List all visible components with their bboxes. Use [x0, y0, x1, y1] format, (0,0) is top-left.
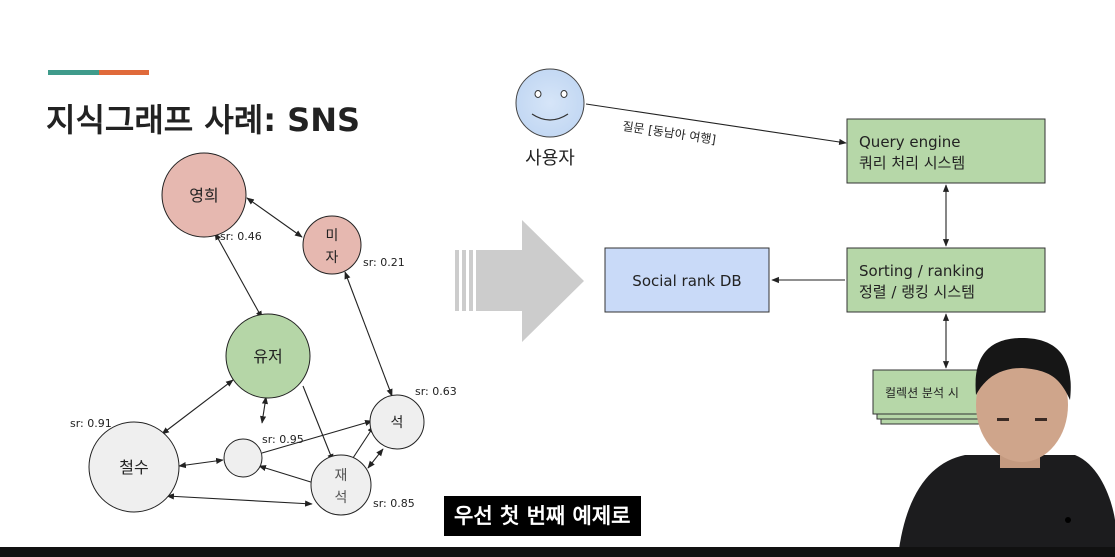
edge-user-cheolsu [161, 379, 234, 435]
node-mija [302, 215, 362, 275]
node-user [225, 313, 311, 399]
video-subtitle: 우선 첫 번째 예제로 [444, 496, 641, 536]
node-jaeseok-label-1: 재 [335, 468, 348, 484]
edge-seok-jaeseok [367, 448, 384, 469]
graph-edges [161, 197, 393, 507]
score-seok: sr: 0.63 [415, 385, 457, 398]
node-jaeseok-label-2: 석 [335, 490, 348, 506]
accent-bar-orange [99, 70, 149, 75]
node-jaeseok [310, 454, 372, 516]
edge-small-seok [261, 419, 373, 454]
edge-user-small [260, 396, 268, 424]
query-engine-line2: 쿼리 처리 시스템 [859, 154, 965, 172]
big-arrow-icon [455, 220, 584, 342]
sorting-line1: Sorting / ranking [859, 262, 984, 280]
accent-bar-teal [48, 70, 99, 75]
node-seok-label: 석 [391, 415, 404, 431]
edge-mija-seok [344, 271, 393, 397]
edge-cheolsu-small [178, 457, 224, 469]
score-jaeseok: sr: 0.85 [373, 497, 415, 510]
node-mija-label-1: 미 [326, 228, 339, 244]
slide-title: 지식그래프 사례: SNS [46, 101, 360, 139]
node-younghee-label: 영희 [189, 186, 218, 205]
collection-label: 컬렉션 분석 시 [885, 386, 959, 400]
edge-younghee-user [214, 232, 263, 319]
node-cheolsu [88, 421, 180, 513]
query-arrow [585, 103, 847, 146]
score-cheolsu: sr: 0.91 [70, 417, 112, 430]
node-younghee [161, 152, 247, 238]
presenter-video [898, 338, 1115, 557]
sorting-line2: 정렬 / 랭킹 시스템 [859, 283, 975, 301]
node-mija-label-2: 자 [326, 250, 339, 266]
user-label: 사용자 [525, 148, 575, 169]
node-user-label: 유저 [253, 347, 282, 366]
query-engine-line1: Query engine [859, 133, 961, 151]
node-small [223, 438, 263, 478]
edge-younghee-mija [246, 197, 303, 238]
social-rank-db-box [604, 247, 770, 313]
node-seok [369, 394, 425, 450]
social-rank-db-label: Social rank DB [632, 272, 741, 290]
sorting-box [846, 247, 1046, 313]
score-small: sr: 0.95 [262, 433, 304, 446]
edge-jaeseok-small [258, 465, 315, 484]
node-cheolsu-label: 철수 [119, 458, 148, 477]
edge-cheolsu-jaeseok [166, 493, 313, 507]
score-mija: sr: 0.21 [363, 256, 405, 269]
score-younghee: sr: 0.46 [220, 230, 262, 243]
smiley-face-icon [515, 68, 585, 138]
query-engine-box [846, 118, 1046, 184]
edge-jaeseok-seok-2 [350, 425, 375, 462]
query-label: 질문 [동남아 여행] [622, 118, 717, 147]
edge-user-jaeseok [302, 385, 334, 462]
video-bottom-bar [0, 547, 1115, 557]
